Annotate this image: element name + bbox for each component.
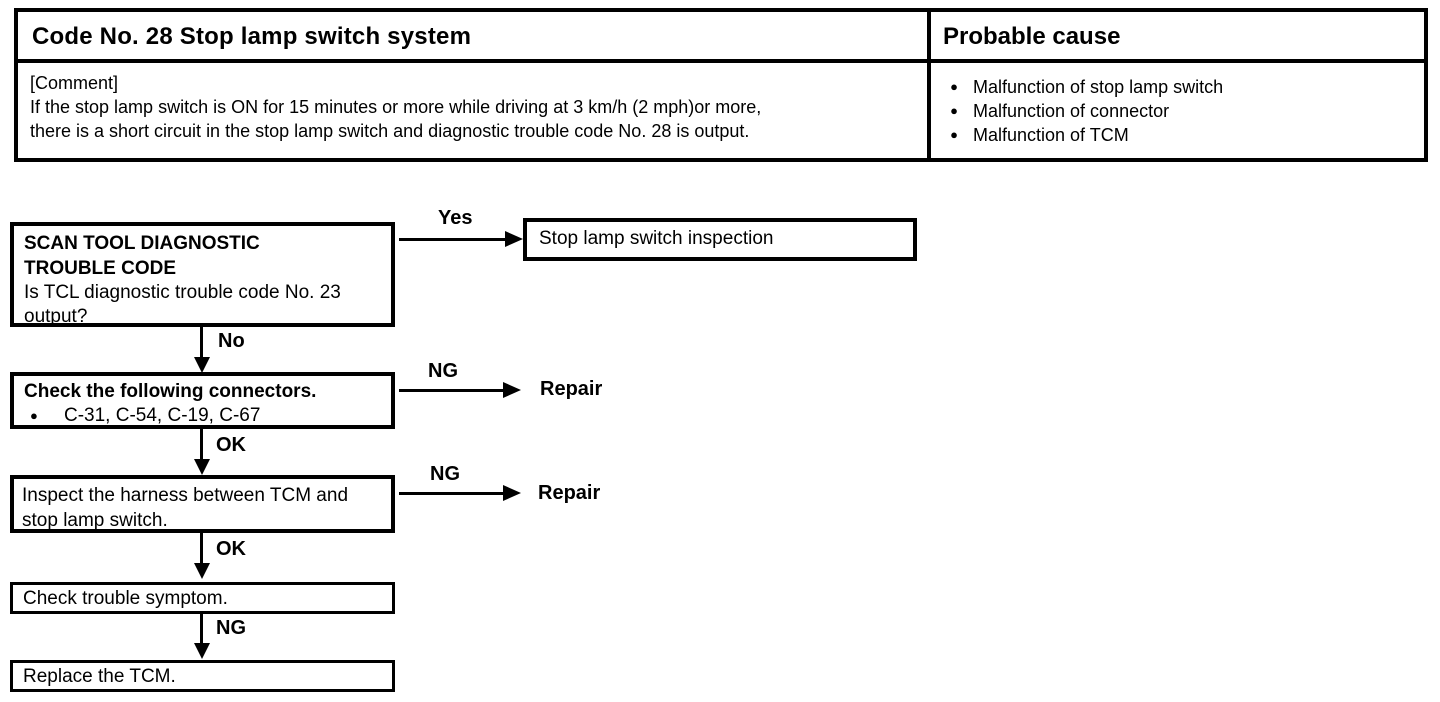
ng-label: NG bbox=[430, 463, 460, 485]
flow-box-replace-tcm: Replace the TCM. bbox=[10, 660, 395, 692]
arrow-down-icon bbox=[194, 563, 210, 579]
inspection-text: Stop lamp switch inspection bbox=[539, 228, 774, 249]
yes-label: Yes bbox=[438, 207, 473, 229]
probable-cause-header: Probable cause bbox=[931, 12, 1424, 63]
ng-label: NG bbox=[428, 360, 458, 382]
connector-list-line: ● C-31, C-54, C-19, C-67 bbox=[24, 404, 381, 428]
comment-line: If the stop lamp switch is ON for 15 min… bbox=[30, 97, 762, 117]
ng-label: NG bbox=[216, 617, 246, 639]
flow-box-question: Is TCL diagnostic trouble code No. 23 ou… bbox=[24, 282, 341, 327]
flow-box-title-line: SCAN TOOL DIAGNOSTIC bbox=[24, 233, 260, 254]
arrow-right-icon bbox=[505, 231, 523, 247]
ng-branch-line bbox=[399, 492, 503, 495]
flow-box-text: Check trouble symptom. bbox=[23, 588, 228, 609]
flow-box-symptom: Check trouble symptom. bbox=[10, 582, 395, 614]
flow-box-title: Check the following connectors. bbox=[24, 381, 317, 402]
ok-label: OK bbox=[216, 538, 246, 560]
cause-text: Malfunction of TCM bbox=[973, 125, 1129, 145]
repair-label: Repair bbox=[540, 378, 603, 400]
bullet-icon: ● bbox=[950, 127, 958, 142]
flow-box-text: Replace the TCM. bbox=[23, 666, 176, 687]
comment-line: there is a short circuit in the stop lam… bbox=[30, 121, 750, 141]
flow-box-title-line: TROUBLE CODE bbox=[24, 258, 176, 279]
arrow-down-icon bbox=[194, 643, 210, 659]
cause-text: Malfunction of stop lamp switch bbox=[973, 77, 1224, 97]
arrow-right-icon bbox=[503, 382, 521, 398]
bullet-icon: ● bbox=[30, 408, 38, 423]
cause-item: ● Malfunction of stop lamp switch bbox=[935, 75, 1424, 99]
code-header-table: Code No. 28 Stop lamp switch system Prob… bbox=[14, 8, 1428, 162]
bullet-icon: ● bbox=[950, 79, 958, 94]
code-title: Code No. 28 Stop lamp switch system bbox=[18, 12, 931, 63]
ok-connector-line bbox=[200, 533, 203, 564]
bullet-icon: ● bbox=[950, 103, 958, 118]
comment-cell: [Comment] If the stop lamp switch is ON … bbox=[18, 63, 931, 158]
ok-label: OK bbox=[216, 434, 246, 456]
arrow-down-icon bbox=[194, 459, 210, 475]
cause-item: ● Malfunction of connector bbox=[935, 99, 1424, 123]
ng-connector-line bbox=[200, 614, 203, 644]
ng-branch-line bbox=[399, 389, 503, 392]
arrow-down-icon bbox=[194, 357, 210, 373]
flow-box-scan-tool: SCAN TOOL DIAGNOSTIC TROUBLE CODE Is TCL… bbox=[10, 222, 395, 327]
comment-label: [Comment] bbox=[30, 73, 119, 93]
arrow-right-icon bbox=[503, 485, 521, 501]
cause-text: Malfunction of connector bbox=[973, 101, 1170, 121]
flow-box-harness: Inspect the harness between TCM and stop… bbox=[10, 475, 395, 533]
cause-item: ● Malfunction of TCM bbox=[935, 123, 1424, 147]
connector-list: C-31, C-54, C-19, C-67 bbox=[64, 405, 261, 426]
yes-branch-line bbox=[399, 238, 505, 241]
flow-box-text: Inspect the harness between TCM and stop… bbox=[22, 485, 349, 531]
no-connector-line bbox=[200, 327, 203, 358]
ok-connector-line bbox=[200, 429, 203, 460]
flow-box-connectors: Check the following connectors. ● C-31, … bbox=[10, 372, 395, 429]
repair-label: Repair bbox=[538, 482, 601, 504]
probable-causes-cell: ● Malfunction of stop lamp switch ● Malf… bbox=[931, 63, 1424, 158]
flow-box-inspection: Stop lamp switch inspection bbox=[523, 218, 917, 261]
no-label: No bbox=[218, 330, 245, 352]
